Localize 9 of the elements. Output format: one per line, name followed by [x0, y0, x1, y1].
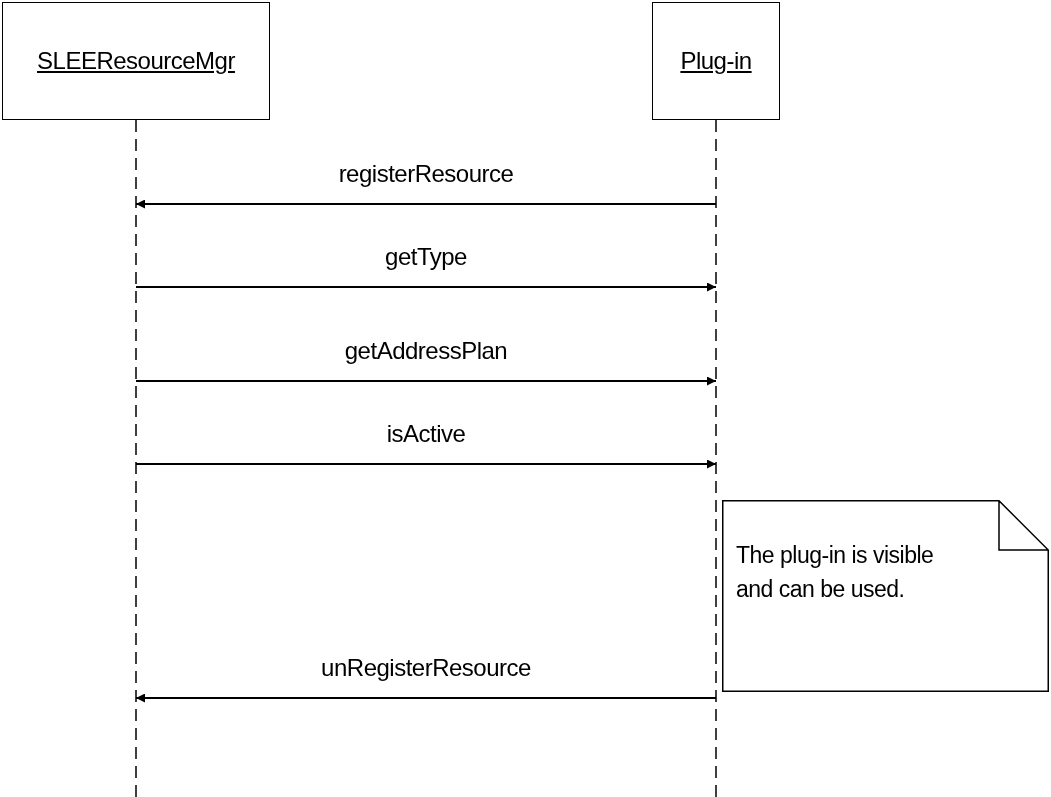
- message-arrow: [135, 459, 717, 469]
- message-arrow: [135, 199, 717, 209]
- message-arrow: [135, 693, 717, 703]
- note: [722, 500, 1049, 692]
- participant-name: Plug-in: [680, 47, 752, 75]
- message-arrow: [135, 376, 717, 386]
- participant-name: SLEEResourceMgr: [37, 47, 235, 75]
- message-arrow: [135, 282, 717, 292]
- note-text: The plug-in is visible and can be used.: [736, 541, 935, 604]
